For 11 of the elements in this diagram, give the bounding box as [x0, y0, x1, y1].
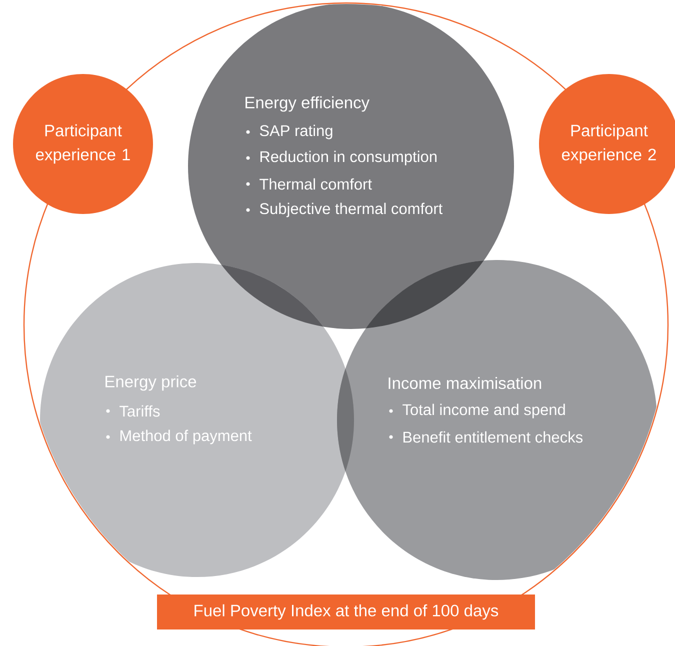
- circle-heading: Energy price: [106, 375, 196, 391]
- bullet-item: Total income and spend: [389, 404, 565, 418]
- bullet-item: SAP rating: [246, 124, 332, 140]
- circle-heading: Income maximisation: [388, 376, 542, 390]
- bullet-item: Tariffs: [106, 405, 160, 417]
- bullet-item: Subjective thermal comfort: [246, 202, 443, 218]
- bullet-item: Benefit entitlement checks: [389, 431, 583, 443]
- bullet-item: Reduction in consumption: [246, 150, 436, 166]
- circle-heading: Energy efficiency: [246, 96, 370, 112]
- bullet-item: Method of payment: [106, 430, 252, 444]
- bullet-item: Thermal comfort: [246, 178, 372, 190]
